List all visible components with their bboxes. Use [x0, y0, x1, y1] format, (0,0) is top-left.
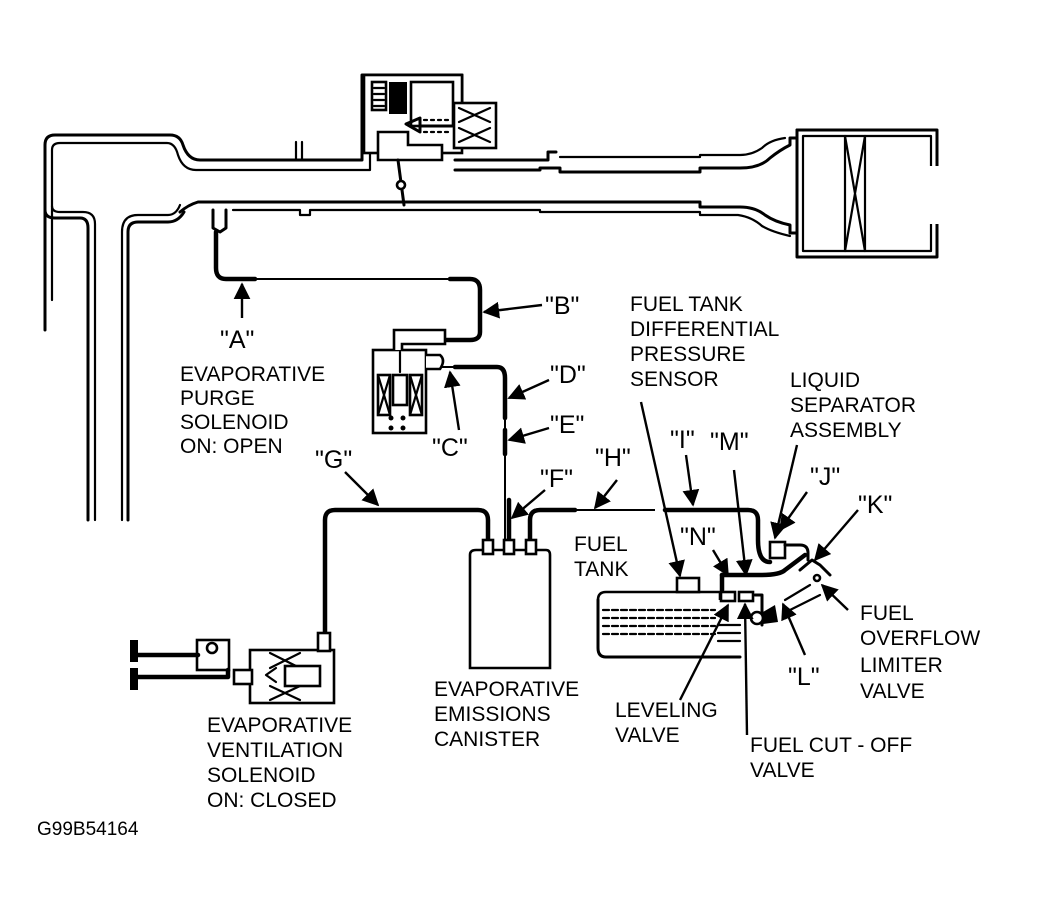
ventilation-solenoid-label: EVAPORATIVE VENTILATION SOLENOID ON: CLO… [207, 714, 358, 812]
pressure-sensor-label: FUEL TANK DIFFERENTIAL PRESSURE SENSOR [630, 293, 784, 391]
callout-b: "B" [545, 292, 579, 320]
callout-i: "I" [670, 426, 695, 454]
callout-l: "L" [788, 663, 820, 691]
fuel-tank-label: FUEL TANK [574, 533, 633, 581]
purge-solenoid [371, 328, 447, 435]
callout-m: "M" [710, 428, 749, 456]
canister-label: EVAPORATIVE EMISSIONS CANISTER [434, 678, 585, 751]
overflow-limiter-label: FUEL OVERFLOW LIMITER VALVE [860, 602, 986, 703]
callout-f: "F" [540, 465, 573, 493]
cut-off-valve-label: FUEL CUT - OFF VALVE [750, 734, 918, 782]
callout-n: "N" [680, 523, 716, 551]
callout-k: "K" [858, 491, 892, 519]
figure-id: G99B54164 [37, 819, 139, 840]
callout-j: "J" [810, 463, 840, 491]
fuel-tank [596, 540, 832, 659]
component-labels: EVAPORATIVE PURGE SOLENOID ON: OPEN EVAP… [37, 293, 986, 840]
leader-lines [233, 282, 859, 736]
throttle-body-iac [362, 73, 498, 207]
leveling-valve-label: LEVELING VALVE [615, 699, 724, 747]
intake-manifold [43, 73, 939, 522]
evap-canister [468, 538, 552, 670]
callout-a: "A" [220, 326, 254, 354]
ventilation-solenoid [130, 631, 336, 705]
purge-solenoid-label: EVAPORATIVE PURGE SOLENOID ON: OPEN [180, 363, 331, 458]
callout-g: "G" [315, 446, 352, 474]
liquid-separator-label: LIQUID SEPARATOR ASSEMBLY [790, 369, 922, 442]
callout-labels: "A" "B" "C" "D" "E" "F" "G" "H" "I" "M" … [220, 292, 892, 691]
callout-e: "E" [550, 411, 584, 439]
callout-d: "D" [550, 361, 586, 389]
callout-c: "C" [432, 434, 468, 462]
callout-h: "H" [595, 444, 631, 472]
